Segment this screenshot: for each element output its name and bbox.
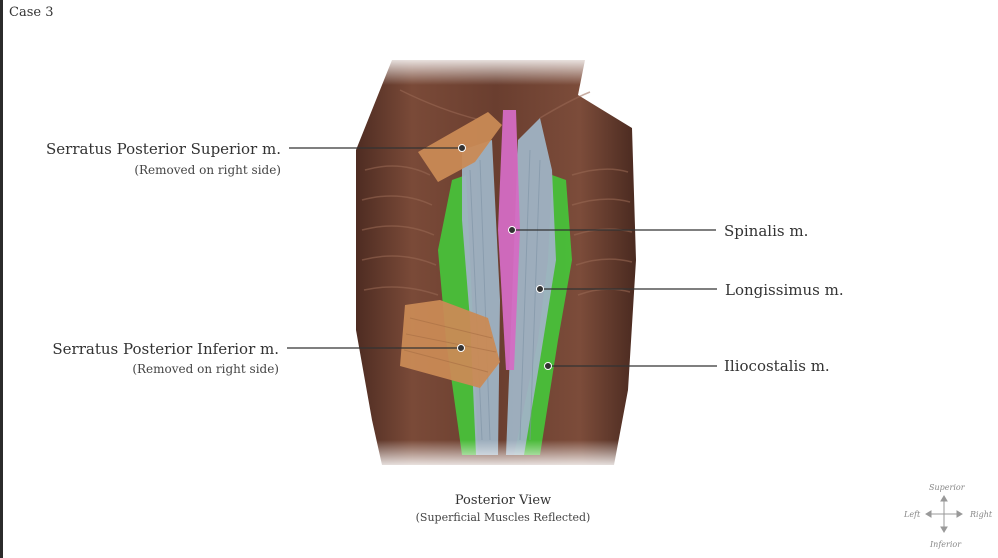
spinalis-label: Spinalis m.	[724, 222, 809, 240]
leader-lines	[287, 147, 717, 367]
dot-spinalis	[508, 226, 516, 234]
longissimus-label: Longissimus m.	[725, 281, 844, 299]
dot-longissimus	[536, 285, 544, 293]
serratus-superior-label: Serratus Posterior Superior m.	[46, 140, 281, 158]
longissimus-fiber-texture	[469, 149, 541, 441]
serratus-inferior-note: (Removed on right side)	[132, 362, 279, 376]
view-caption-title: Posterior View	[454, 493, 552, 508]
view-caption-subtitle: (Superficial Muscles Reflected)	[415, 511, 591, 524]
orientation-compass	[925, 495, 963, 533]
longissimus-muscle-left	[462, 140, 500, 455]
compass-right-label: Right	[970, 510, 993, 519]
window-left-border	[0, 0, 3, 558]
dot-iliocostalis	[544, 362, 552, 370]
dot-serratus-superior	[458, 144, 466, 152]
serratus-inferior-label: Serratus Posterior Inferior m.	[52, 340, 279, 358]
serratus-superior-note: (Removed on right side)	[134, 163, 281, 177]
spinalis-muscle	[498, 110, 520, 370]
rib-texture	[361, 89, 633, 296]
serratus-fiber-texture	[403, 317, 497, 373]
leader-dots	[457, 144, 552, 370]
compass-inferior-label: Inferior	[930, 540, 962, 549]
case-title: Case 3	[9, 5, 54, 20]
iliocostalis-label: Iliocostalis m.	[724, 357, 830, 375]
compass-superior-label: Superior	[929, 483, 965, 492]
compass-left-label: Left	[904, 510, 921, 519]
dot-serratus-inferior	[457, 344, 465, 352]
